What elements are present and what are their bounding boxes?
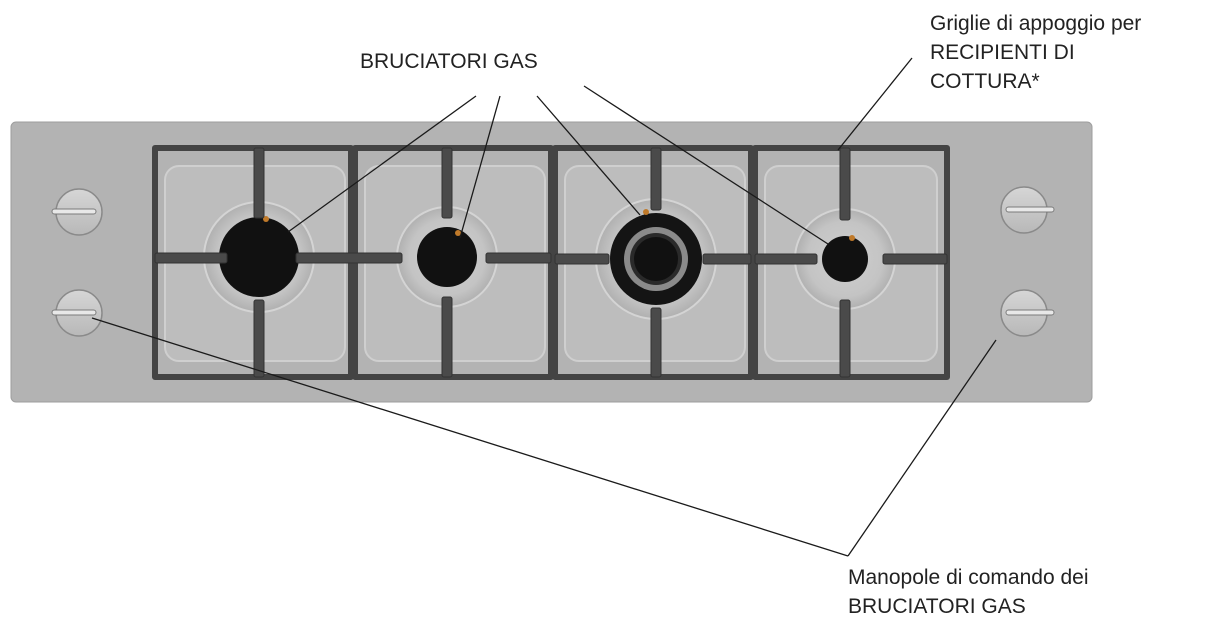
burner-3-wok bbox=[610, 209, 702, 305]
grate-fingers bbox=[154, 147, 948, 378]
leader-grate bbox=[837, 57, 913, 151]
knob-top-left[interactable] bbox=[51, 188, 103, 236]
knobs-label: Manopole di comando dei BRUCIATORI GAS bbox=[848, 563, 1089, 621]
grates-label: Griglie di appoggio per RECIPIENTI DI CO… bbox=[930, 9, 1141, 96]
burner-4 bbox=[822, 235, 868, 282]
knobs-label-line-1: Manopole di comando dei bbox=[848, 566, 1089, 589]
burner-1 bbox=[219, 216, 299, 297]
burners-label-text: BRUCIATORI GAS bbox=[360, 50, 538, 73]
grates-label-line-1: Griglie di appoggio per bbox=[930, 12, 1142, 35]
burners-label: BRUCIATORI GAS bbox=[360, 47, 538, 76]
leader-burner-4 bbox=[583, 85, 829, 245]
leader-knob-right bbox=[847, 339, 997, 557]
knobs-label-line-2: BRUCIATORI GAS bbox=[848, 595, 1026, 618]
leader-burner-1 bbox=[287, 95, 477, 233]
knob-bottom-right[interactable] bbox=[1000, 289, 1055, 337]
grates-label-line-2: RECIPIENTI DI bbox=[930, 41, 1075, 64]
leader-knob-left bbox=[91, 317, 849, 557]
leader-burner-3 bbox=[536, 95, 641, 216]
knob-bottom-left[interactable] bbox=[51, 289, 103, 337]
burner-2 bbox=[417, 227, 477, 287]
leader-burner-2 bbox=[459, 95, 501, 239]
knob-top-right[interactable] bbox=[1000, 186, 1055, 234]
grates-label-line-3: COTTURA* bbox=[930, 70, 1040, 93]
leader-lines bbox=[91, 57, 997, 557]
